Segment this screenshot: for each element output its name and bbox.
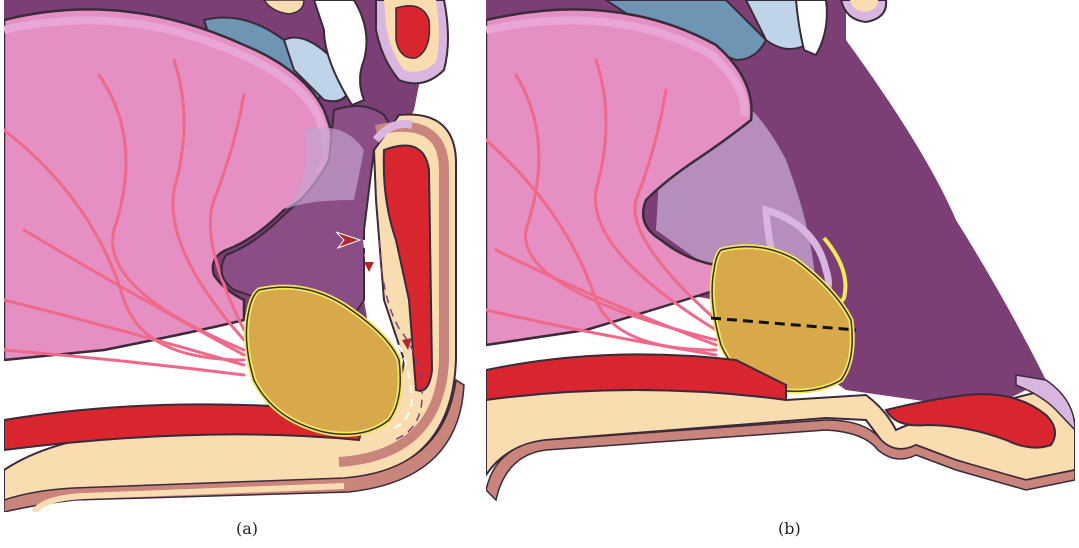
panel-b-illustration — [486, 0, 1075, 512]
caption-a: (a) — [236, 519, 258, 538]
panel-a — [4, 0, 466, 512]
caption-b: (b) — [778, 519, 801, 538]
panel-a-illustration — [4, 0, 466, 512]
top-right-red — [396, 6, 429, 58]
panel-b — [486, 0, 1075, 512]
